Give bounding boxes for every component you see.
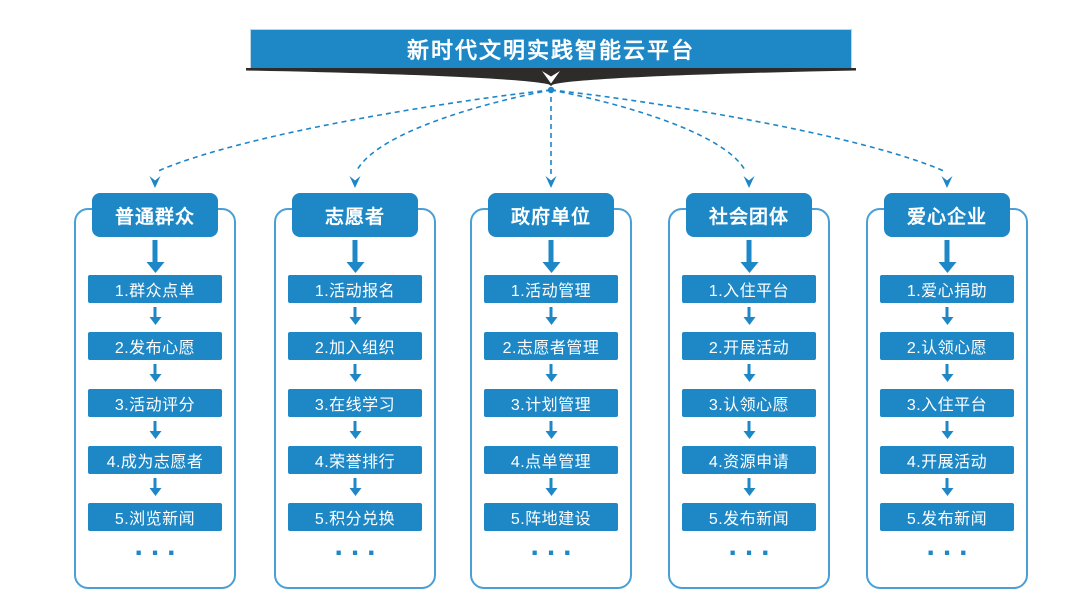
down-arrow-icon xyxy=(945,421,949,431)
down-arrow-icon xyxy=(549,421,553,431)
step-box: 1.群众点单 xyxy=(88,275,222,303)
column-header: 普通群众 xyxy=(92,193,218,237)
column-header: 志愿者 xyxy=(292,193,418,237)
down-arrow-icon xyxy=(153,478,157,488)
step-box: 2.认领心愿 xyxy=(880,332,1014,360)
connector-curve xyxy=(550,89,747,173)
column-government-unit: 政府单位 1.活动管理 2.志愿者管理 3.计划管理 4.点单管理 5.阵地建设… xyxy=(470,193,632,589)
arrowhead-icon xyxy=(349,176,361,188)
step-box: 1.入住平台 xyxy=(682,275,816,303)
step-box: 3.计划管理 xyxy=(484,389,618,417)
down-arrow-icon xyxy=(353,478,357,488)
down-arrow-icon xyxy=(747,478,751,488)
step-box: 4.荣誉排行 xyxy=(288,446,422,474)
down-arrow-icon xyxy=(747,307,751,317)
step-box: 4.点单管理 xyxy=(484,446,618,474)
step-box: 3.在线学习 xyxy=(288,389,422,417)
down-arrow-icon xyxy=(746,240,752,262)
connector-curve xyxy=(355,89,552,173)
step-box: 3.入住平台 xyxy=(880,389,1014,417)
step-box: 5.发布新闻 xyxy=(880,503,1014,531)
arrowhead-icon xyxy=(743,176,755,188)
down-arrow-icon xyxy=(549,307,553,317)
step-box: 4.开展活动 xyxy=(880,446,1014,474)
step-box: 5.发布新闻 xyxy=(682,503,816,531)
step-box: 2.志愿者管理 xyxy=(484,332,618,360)
step-box: 1.爱心捐助 xyxy=(880,275,1014,303)
column-ordinary-public: 普通群众 1.群众点单 2.发布心愿 3.活动评分 4.成为志愿者 5.浏览新闻… xyxy=(74,193,236,589)
step-box: 5.积分兑换 xyxy=(288,503,422,531)
down-arrow-icon xyxy=(153,307,157,317)
step-box: 4.成为志愿者 xyxy=(88,446,222,474)
down-arrow-icon xyxy=(542,71,560,84)
down-arrow-icon xyxy=(549,364,553,374)
column-header: 政府单位 xyxy=(488,193,614,237)
down-arrow-icon xyxy=(549,478,553,488)
down-arrow-icon xyxy=(747,364,751,374)
connector-curve xyxy=(550,89,947,173)
down-arrow-icon xyxy=(548,240,554,262)
arrowhead-icon xyxy=(545,176,557,188)
down-arrow-icon xyxy=(944,240,950,262)
down-arrow-icon xyxy=(352,240,358,262)
ellipsis-dots: ... xyxy=(926,529,976,562)
down-arrow-icon xyxy=(353,364,357,374)
platform-title-bar: 新时代文明实践智能云平台 xyxy=(251,30,851,68)
down-arrow-icon xyxy=(153,364,157,374)
step-box: 3.认领心愿 xyxy=(682,389,816,417)
step-box: 1.活动报名 xyxy=(288,275,422,303)
step-box: 5.阵地建设 xyxy=(484,503,618,531)
step-box: 5.浏览新闻 xyxy=(88,503,222,531)
down-arrow-icon xyxy=(945,307,949,317)
down-arrow-icon xyxy=(152,240,158,262)
down-arrow-icon xyxy=(945,478,949,488)
column-header: 社会团体 xyxy=(686,193,812,237)
down-arrow-icon xyxy=(353,421,357,431)
step-box: 1.活动管理 xyxy=(484,275,618,303)
ellipsis-dots: ... xyxy=(334,529,384,562)
ellipsis-dots: ... xyxy=(530,529,580,562)
ellipsis-dots: ... xyxy=(728,529,778,562)
column-header: 爱心企业 xyxy=(884,193,1010,237)
funnel-chevron-icon xyxy=(246,68,856,86)
platform-title: 新时代文明实践智能云平台 xyxy=(406,38,695,63)
down-arrow-icon xyxy=(747,421,751,431)
column-caring-enterprise: 爱心企业 1.爱心捐助 2.认领心愿 3.入住平台 4.开展活动 5.发布新闻 … xyxy=(866,193,1028,589)
column-social-group: 社会团体 1.入住平台 2.开展活动 3.认领心愿 4.资源申请 5.发布新闻 … xyxy=(668,193,830,589)
down-arrow-icon xyxy=(153,421,157,431)
step-box: 2.开展活动 xyxy=(682,332,816,360)
down-arrow-icon xyxy=(353,307,357,317)
ellipsis-dots: ... xyxy=(134,529,184,562)
step-box: 4.资源申请 xyxy=(682,446,816,474)
column-volunteer: 志愿者 1.活动报名 2.加入组织 3.在线学习 4.荣誉排行 5.积分兑换 .… xyxy=(274,193,436,589)
step-box: 2.加入组织 xyxy=(288,332,422,360)
down-arrow-icon xyxy=(945,364,949,374)
connector-curve xyxy=(155,89,552,173)
step-box: 2.发布心愿 xyxy=(88,332,222,360)
arrowhead-icon xyxy=(941,176,953,188)
arrowhead-icon xyxy=(149,176,161,188)
fan-origin-dot-icon xyxy=(547,86,555,94)
step-box: 3.活动评分 xyxy=(88,389,222,417)
